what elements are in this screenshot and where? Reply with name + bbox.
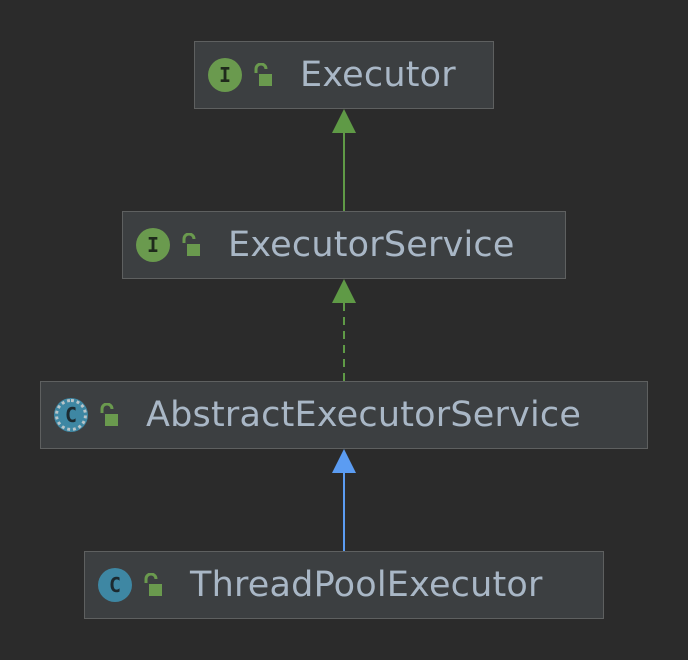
interface-icon: I [136,228,170,262]
edge-arrowhead-extends [332,449,356,473]
abstract-class-icon: C [54,398,88,432]
class-node-executor-service[interactable]: I ExecutorService [122,211,566,279]
public-unlocked-icon [100,403,118,426]
class-node-abstract-executor-service[interactable]: C AbstractExecutorService [40,381,648,449]
public-unlocked-icon [144,573,162,596]
class-node-thread-pool-executor[interactable]: C ThreadPoolExecutor [84,551,604,619]
edge-arrowhead-implements [332,279,356,303]
class-name-label: AbstractExecutorService [146,395,582,435]
class-node-executor[interactable]: I Executor [194,41,494,109]
public-unlocked-icon [182,233,200,256]
class-name-label: ExecutorService [228,225,515,265]
public-unlocked-icon [254,63,272,86]
class-icon: C [98,568,132,602]
interface-icon: I [208,58,242,92]
edge-arrowhead-extends [332,109,356,133]
class-name-label: Executor [300,55,456,95]
class-name-label: ThreadPoolExecutor [190,565,543,605]
